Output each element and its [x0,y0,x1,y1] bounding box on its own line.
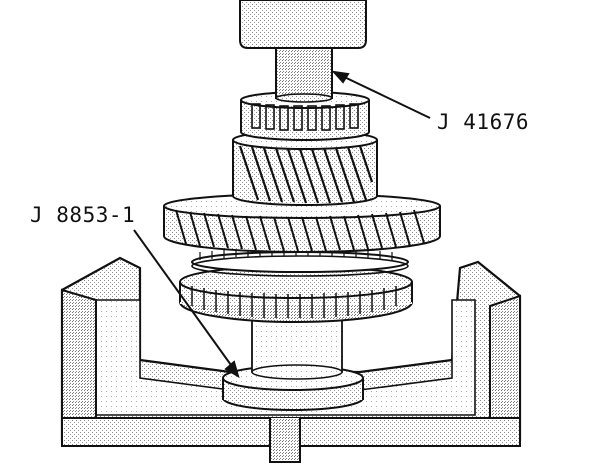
support-fixture [60,256,522,463]
lower-gear [179,265,413,323]
press-tool [239,0,367,103]
callout-press-tool: J 41676 [437,110,530,134]
arrowhead-support-collar [224,360,240,379]
leader-line-support-collar [133,229,237,373]
bearing [240,91,370,141]
leader-lines [133,70,431,379]
callout-support-fixture: J 8853-1 [30,203,136,227]
synchronizer-ring [191,248,409,277]
arrowhead-press-tool [331,70,350,84]
leader-line-press-tool [337,73,431,119]
upper-helical-gear [232,130,378,206]
large-helical-gear [163,193,441,253]
